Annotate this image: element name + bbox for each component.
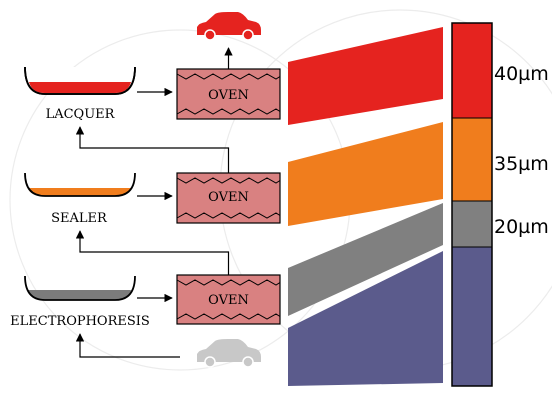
oven-sealer: OVEN	[176, 172, 281, 224]
sealer-label: SEALER	[51, 211, 108, 226]
grey-car-icon	[197, 339, 261, 368]
thickness-label-sealer: 35µm	[494, 153, 549, 175]
oven-label: OVEN	[208, 190, 249, 205]
lacquer-band	[288, 27, 443, 125]
arrow-electro-oven-to-sealer	[75, 230, 230, 275]
thickness-label-electrophoresis: 20µm	[494, 216, 549, 238]
lacquer-label: LACQUER	[46, 107, 116, 122]
layer-electrophoresis	[452, 201, 492, 247]
electrophoresis-label: ELECTROPHORESIS	[10, 314, 150, 329]
sealer-liquid	[28, 188, 131, 196]
layer-sealer	[452, 118, 492, 201]
lacquer-liquid	[29, 82, 131, 93]
arrow-sealer-oven-to-lacquer	[75, 126, 230, 173]
layer-stack	[451, 22, 493, 387]
red-car-icon	[197, 12, 261, 41]
oven-label: OVEN	[208, 88, 249, 103]
layer-lacquer	[452, 23, 492, 118]
layer-substrate	[452, 247, 492, 386]
electrophoresis-tank	[24, 275, 136, 301]
arrow-car-to-electrophoresis	[75, 333, 180, 358]
oven-lacquer: OVEN	[176, 68, 281, 120]
lacquer-tank	[24, 66, 136, 95]
electrophoresis-liquid	[28, 290, 131, 300]
substrate-band	[288, 251, 443, 386]
thickness-label-lacquer: 40µm	[494, 63, 549, 85]
sealer-tank	[24, 172, 136, 197]
electrophoresis-band	[288, 203, 443, 316]
sealer-band	[288, 122, 443, 226]
oven-label: OVEN	[208, 293, 249, 308]
oven-electrophoresis: OVEN	[176, 274, 281, 325]
